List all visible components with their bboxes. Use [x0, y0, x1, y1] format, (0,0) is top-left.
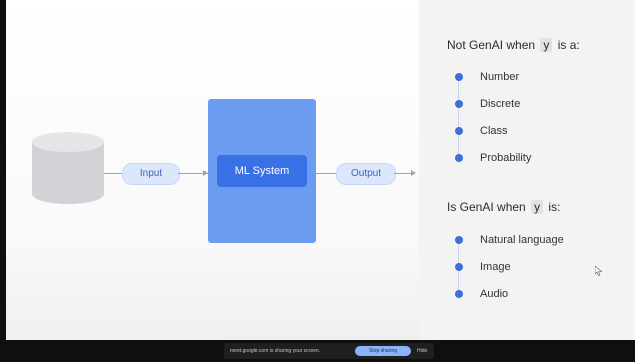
heading-text: Is GenAI when [447, 200, 526, 214]
bullet-icon [455, 73, 463, 81]
criteria-panel: Not GenAI when y is a: Number Discrete C… [419, 0, 635, 340]
connector-line [104, 173, 122, 174]
list-item: Discrete [453, 96, 531, 135]
share-message: meet.google.com is sharing your screen. [230, 348, 321, 354]
list-item-label: Natural language [480, 234, 564, 246]
bullet-icon [455, 100, 463, 108]
connector-line [394, 173, 414, 174]
ml-system-block: ML System [208, 99, 316, 243]
database-icon [32, 132, 104, 204]
slide: Input ML System Output Not GenAI when y … [6, 0, 635, 340]
list-item-label: Image [480, 261, 511, 273]
bullet-icon [455, 290, 463, 298]
arrow-icon [411, 170, 416, 176]
list-item-label: Probability [480, 152, 532, 164]
divider [458, 244, 459, 271]
is-genai-heading: Is GenAI when y is: [447, 200, 560, 214]
not-genai-heading: Not GenAI when y is a: [447, 38, 580, 52]
bullet-icon [455, 263, 463, 271]
screen-share-bar: meet.google.com is sharing your screen. … [224, 343, 434, 359]
list-item: Image [453, 259, 564, 298]
divider [458, 108, 459, 135]
bullet-icon [455, 127, 463, 135]
y-variable: y [531, 200, 544, 214]
not-genai-list: Number Discrete Class Probability [453, 69, 531, 177]
diagram-area: Input ML System Output [6, 0, 419, 340]
list-item: Class [453, 123, 531, 162]
divider [458, 271, 459, 298]
output-pill: Output [336, 163, 396, 185]
list-item: Natural language [453, 232, 564, 271]
list-item: Number [453, 69, 531, 108]
heading-text: Not GenAI when [447, 38, 536, 52]
hide-button[interactable]: Hide [417, 348, 428, 354]
input-pill: Input [122, 163, 180, 185]
list-item-label: Class [480, 125, 508, 137]
mouse-cursor-icon [594, 263, 603, 276]
divider [458, 135, 459, 162]
connector-line [316, 173, 336, 174]
list-item: Probability [453, 150, 531, 177]
heading-text: is: [548, 200, 561, 214]
list-item-label: Discrete [480, 98, 521, 110]
ml-system-label: ML System [217, 155, 307, 187]
y-variable: y [540, 38, 553, 52]
list-item-label: Number [480, 71, 520, 83]
stop-sharing-button[interactable]: Stop sharing [355, 346, 411, 356]
bullet-icon [455, 236, 463, 244]
is-genai-list: Natural language Image Audio [453, 232, 564, 313]
list-item-label: Audio [480, 288, 509, 300]
list-item: Audio [453, 286, 564, 313]
arrow-icon [203, 170, 208, 176]
heading-text: is a: [557, 38, 580, 52]
bullet-icon [455, 154, 463, 162]
connector-line [178, 173, 208, 174]
divider [458, 81, 459, 108]
